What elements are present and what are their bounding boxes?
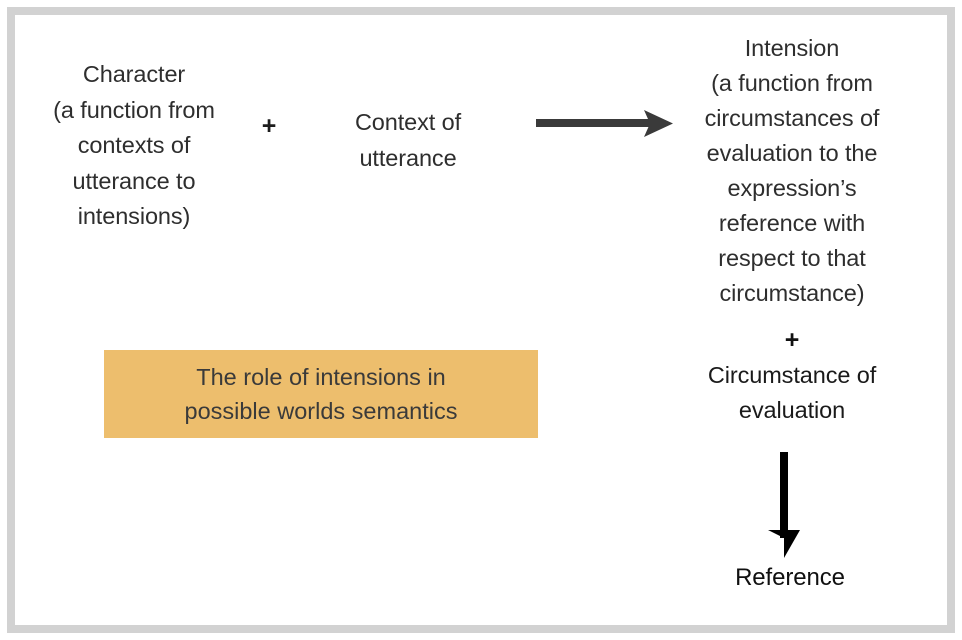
arrow-down-icon	[757, 452, 811, 560]
callout-box: The role of intensions in possible world…	[104, 350, 538, 438]
intension-node: Intension (a function from circumstances…	[704, 35, 880, 306]
arrow-right-glyph	[536, 110, 673, 137]
context-of-utterance-node: Context of utterance	[354, 109, 462, 171]
reference-node: Reference	[735, 564, 845, 591]
circumstance-of-evaluation-node: Circumstance of evaluation	[707, 362, 877, 423]
arrow-down-glyph	[768, 452, 800, 558]
arrow-right-icon	[536, 108, 676, 140]
plus-operator-right: +	[784, 326, 800, 354]
character-node: Character (a function from contexts of u…	[53, 61, 215, 229]
plus-operator-left: +	[261, 112, 277, 140]
diagram-frame	[7, 7, 955, 633]
callout-label: The role of intensions in possible world…	[184, 364, 458, 424]
